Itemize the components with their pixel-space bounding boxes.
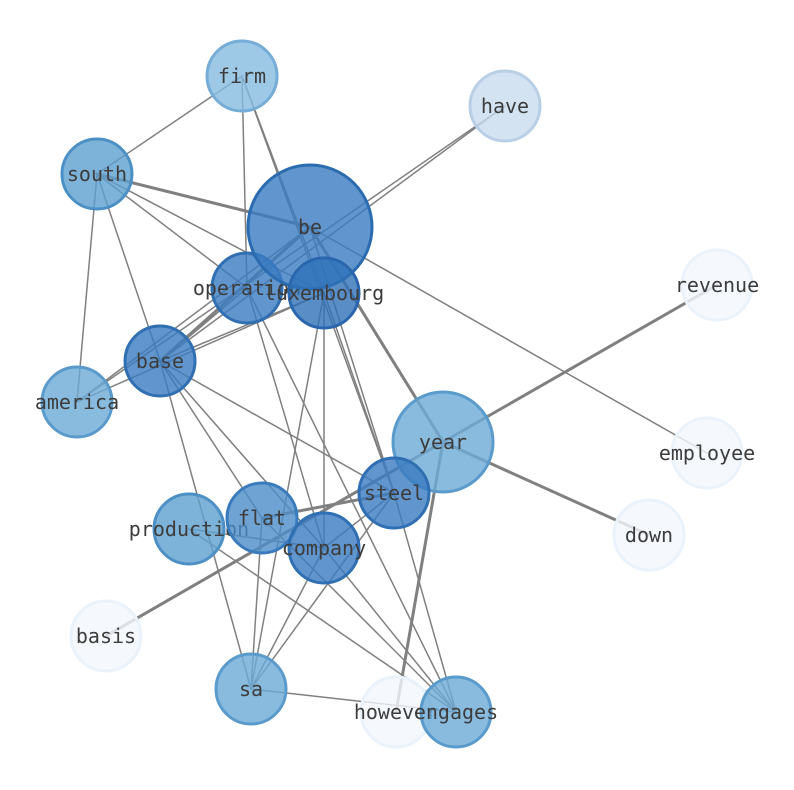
node-label-base: base bbox=[136, 349, 184, 373]
node-circle-flat bbox=[225, 481, 299, 555]
node-be: be bbox=[246, 163, 374, 291]
node-label-down: down bbox=[625, 523, 673, 547]
node-circle-sa bbox=[214, 652, 288, 726]
node-sa: sa bbox=[214, 652, 288, 726]
node-down: down bbox=[612, 498, 686, 572]
node-label-america: america bbox=[35, 390, 119, 414]
node-label-engages: engages bbox=[414, 700, 498, 724]
node-circle-basis bbox=[69, 599, 143, 673]
node-circle-steel bbox=[357, 456, 431, 530]
node-circle-south bbox=[60, 137, 134, 211]
node-circle-firm bbox=[205, 39, 279, 113]
node-circle-employee bbox=[670, 416, 744, 490]
node-label-year: year bbox=[419, 430, 467, 454]
node-engages: engages bbox=[414, 675, 498, 749]
edge-steel-engages bbox=[393, 492, 457, 713]
node-label-employee: employee bbox=[659, 441, 755, 465]
node-circle-down bbox=[612, 498, 686, 572]
edge-base-steel bbox=[159, 360, 395, 494]
node-label-south: south bbox=[67, 162, 127, 186]
node-circle-america bbox=[40, 365, 114, 439]
node-company: company bbox=[282, 511, 366, 585]
node-south: south bbox=[60, 137, 134, 211]
node-circle-revenue bbox=[680, 248, 754, 322]
node-luxembourg: luxembourg bbox=[264, 256, 384, 330]
node-circle-luxembourg bbox=[287, 256, 361, 330]
node-base: base bbox=[123, 324, 197, 398]
node-layer: revenueemployeedownbasishoweverhavefirms… bbox=[35, 39, 759, 749]
node-label-have: have bbox=[481, 94, 529, 118]
node-circle-production bbox=[152, 492, 226, 566]
node-employee: employee bbox=[659, 416, 755, 490]
node-label-sa: sa bbox=[239, 677, 263, 701]
node-have: have bbox=[468, 69, 542, 143]
edge-luxembourg-america bbox=[76, 292, 325, 403]
node-circle-engages bbox=[419, 675, 493, 749]
edge-be-employee bbox=[309, 226, 708, 454]
node-label-luxembourg: luxembourg bbox=[264, 281, 384, 305]
edge-operation-company bbox=[246, 287, 325, 549]
node-revenue: revenue bbox=[675, 248, 759, 322]
node-steel: steel bbox=[357, 456, 431, 530]
node-america: america bbox=[35, 365, 119, 439]
node-circle-company bbox=[287, 511, 361, 585]
edge-steel-sa bbox=[250, 492, 395, 690]
node-label-company: company bbox=[282, 536, 366, 560]
edge-south-america bbox=[76, 173, 98, 403]
node-firm: firm bbox=[205, 39, 279, 113]
node-circle-have bbox=[468, 69, 542, 143]
edge-revenue-year bbox=[441, 283, 719, 444]
node-label-flat: flat bbox=[238, 506, 286, 530]
node-label-be: be bbox=[298, 215, 322, 239]
node-label-basis: basis bbox=[76, 624, 136, 648]
node-label-steel: steel bbox=[364, 481, 424, 505]
node-label-firm: firm bbox=[218, 64, 266, 88]
node-circle-base bbox=[123, 324, 197, 398]
node-flat: flat bbox=[225, 481, 299, 555]
node-basis: basis bbox=[69, 599, 143, 673]
edge-luxembourg-sa bbox=[250, 292, 325, 690]
node-label-revenue: revenue bbox=[675, 273, 759, 297]
